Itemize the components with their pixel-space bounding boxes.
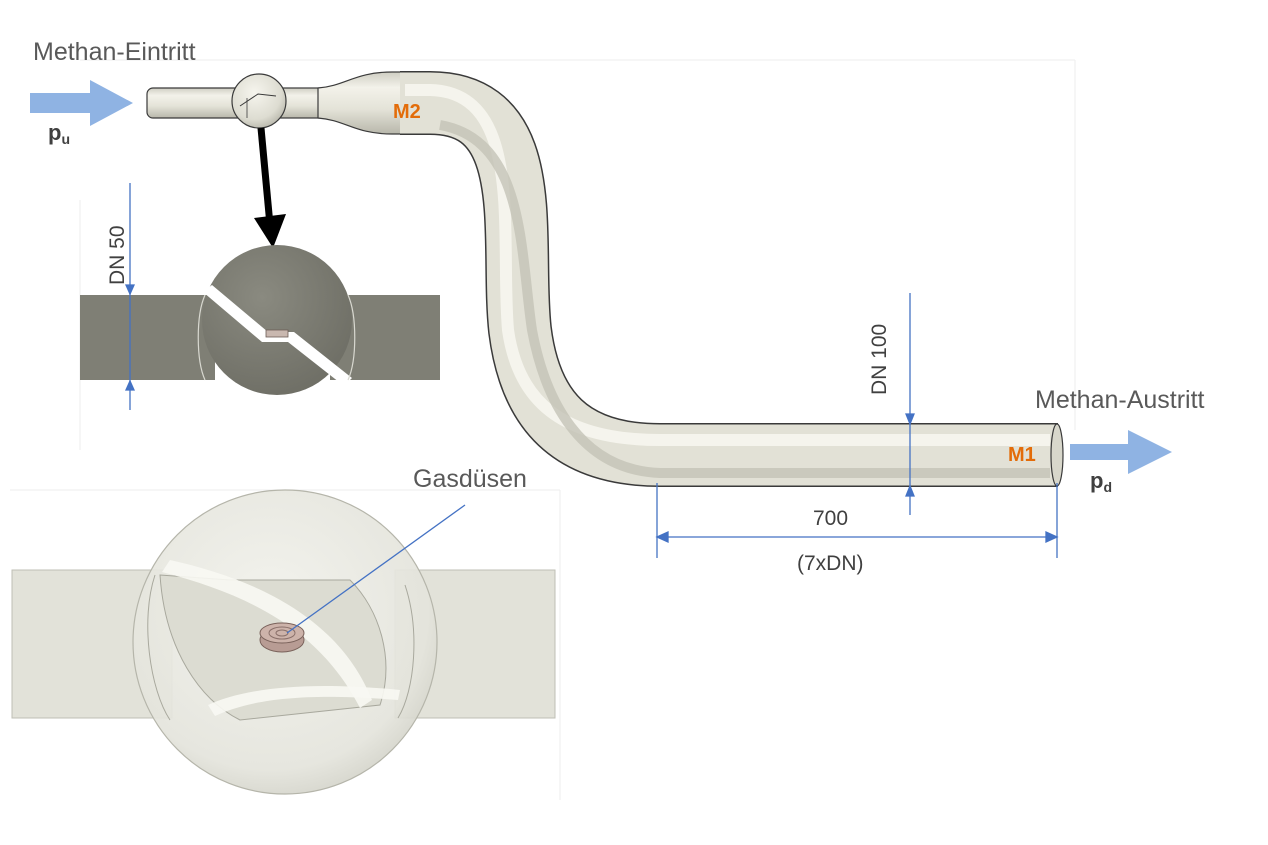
detail-slot-band-lower <box>208 685 400 716</box>
inlet-pressure-label: pu <box>48 120 70 147</box>
bent-pipe-shadow <box>439 120 1050 478</box>
bent-pipe-highlight <box>405 84 1050 446</box>
section-nozzle <box>265 329 289 338</box>
dn50-label: DN 50 <box>106 225 129 285</box>
inlet-flow-arrow <box>30 80 133 126</box>
measurement-point-m2: M2 <box>393 101 421 123</box>
pipe-outlet-end <box>1050 423 1064 487</box>
detail-pointer-arrowhead <box>254 214 286 248</box>
ball-valve <box>231 73 287 129</box>
outlet-pressure-label: pd <box>1090 468 1112 495</box>
length-note-label: (7xDN) <box>797 552 864 575</box>
inlet-label: Methan-Eintritt <box>33 38 196 66</box>
main-pipe-assembly <box>146 71 1064 487</box>
frame-lines <box>10 59 1076 800</box>
dimension-lines <box>124 183 1059 558</box>
detail-slot-band <box>162 560 372 708</box>
ball-valve-detail-view <box>11 489 556 795</box>
detail-pointer-arrow <box>257 127 274 226</box>
section-left-pipe <box>80 295 215 380</box>
nozzles-label: Gasdüsen <box>413 465 527 493</box>
outlet-flow-arrow <box>1070 430 1172 474</box>
nozzle-leader-line <box>286 504 466 634</box>
ball-valve-slot <box>239 93 277 107</box>
length-label: 700 <box>813 507 848 530</box>
ball-valve-section-view <box>80 245 440 395</box>
measurement-point-m1: M1 <box>1008 444 1036 466</box>
outlet-label: Methan-Austritt <box>1035 386 1205 414</box>
dn100-label: DN 100 <box>868 324 891 395</box>
